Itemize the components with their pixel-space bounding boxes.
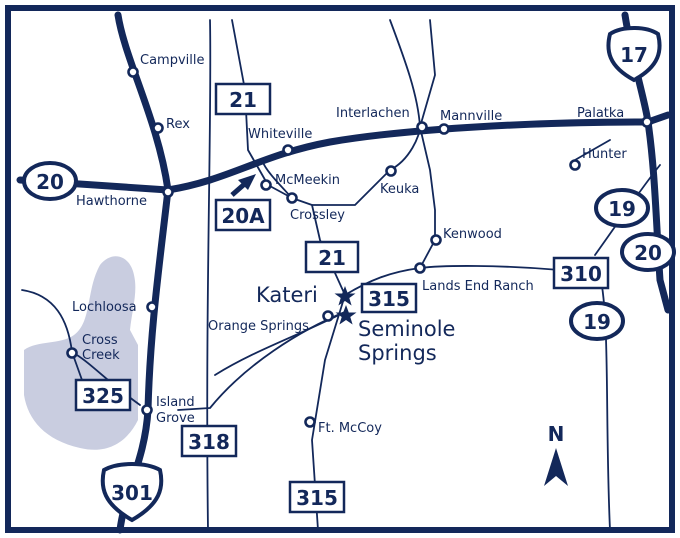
label-hunter: Hunter (582, 147, 627, 162)
svg-text:17: 17 (620, 43, 648, 67)
svg-text:318: 318 (188, 430, 230, 454)
north-label: N (548, 422, 565, 446)
label-lands-end-ranch: Lands End Ranch (422, 279, 534, 294)
label-island: Island (156, 395, 195, 410)
label-orange-springs: Orange Springs (208, 319, 309, 334)
svg-text:325: 325 (82, 384, 124, 408)
badge-shields: 17 301 (100, 26, 662, 523)
shield-19-north: 19 (594, 188, 650, 228)
label-kateri: Kateri (256, 283, 318, 307)
svg-text:19: 19 (608, 197, 636, 221)
label-kenwood: Kenwood (443, 227, 502, 242)
svg-text:301: 301 (111, 481, 153, 505)
label-grove: Grove (156, 411, 195, 426)
svg-text:315: 315 (296, 486, 338, 510)
svg-text:20A: 20A (221, 204, 265, 228)
shield-310: 310 (552, 256, 610, 290)
label-creek: Creek (82, 348, 120, 363)
north-arrow: N (544, 422, 568, 486)
label-campville: Campville (140, 53, 205, 68)
shield-315-north: 315 (360, 282, 418, 314)
shield-318: 318 (180, 424, 238, 458)
shield-315-south: 315 (288, 480, 346, 514)
town-labels: Campville Rex Whiteville Interlachen Man… (72, 53, 627, 436)
svg-text:21: 21 (318, 246, 346, 270)
svg-text:19: 19 (583, 310, 611, 334)
shield-20a: 20A (214, 198, 272, 232)
label-springs: Springs (358, 341, 437, 365)
label-crossley: Crossley (290, 208, 345, 223)
state-route-shields: 21 21 20A 315 315 310 325 318 (74, 82, 610, 514)
kateri-star-icon (334, 286, 356, 306)
label-palatka: Palatka (577, 106, 624, 121)
label-ft-mccoy: Ft. McCoy (318, 421, 382, 436)
label-seminole: Seminole (358, 317, 455, 341)
svg-text:310: 310 (560, 262, 602, 286)
svg-text:20: 20 (634, 241, 662, 265)
shield-21-north: 21 (214, 82, 272, 116)
label-cross: Cross (82, 333, 118, 348)
featured-labels: Kateri Seminole Springs (256, 283, 455, 365)
svg-text:20: 20 (36, 170, 64, 194)
us-route-shields: 20 20 19 19 (22, 161, 676, 341)
label-rex: Rex (166, 117, 190, 132)
shield-20-west: 20 (22, 161, 78, 201)
shield-325: 325 (74, 378, 132, 412)
label-interlachen: Interlachen (336, 106, 410, 121)
seminole-star-icon (335, 305, 357, 325)
label-mannville: Mannville (440, 109, 502, 124)
svg-text:315: 315 (368, 287, 410, 311)
north-arrow-icon (544, 448, 568, 486)
label-hawthorne: Hawthorne (76, 194, 147, 209)
shield-21-south: 21 (304, 240, 360, 274)
label-lochloosa: Lochloosa (72, 300, 137, 315)
shield-20-east: 20 (620, 232, 676, 272)
shield-17: 17 (606, 26, 662, 83)
svg-text:21: 21 (229, 88, 257, 112)
label-whiteville: Whiteville (248, 127, 312, 142)
featured-stars (334, 286, 357, 325)
road-us-20 (16, 111, 672, 194)
label-keuka: Keuka (380, 182, 419, 197)
arrow-icon (230, 174, 256, 197)
shield-301: 301 (100, 462, 164, 523)
label-mcmeekin: McMeekin (275, 173, 340, 188)
town-markers (66, 66, 653, 428)
shield-19-south: 19 (569, 301, 625, 341)
